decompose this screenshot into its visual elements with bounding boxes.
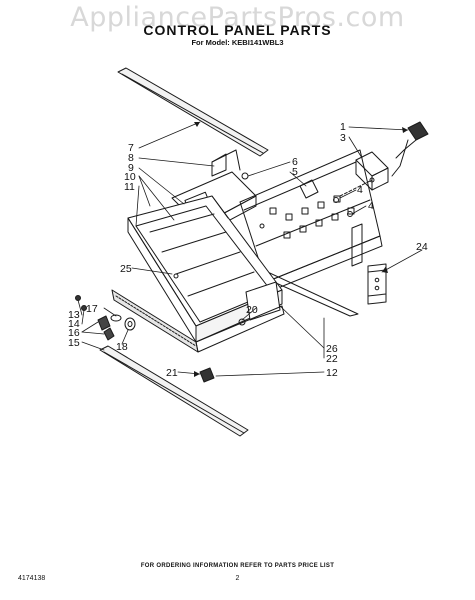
callout-11: 11 xyxy=(124,181,135,193)
part-vent-dot xyxy=(173,273,179,279)
callout-8: 8 xyxy=(128,152,134,164)
part-indicator xyxy=(238,318,246,326)
part-switch-housing xyxy=(339,151,389,197)
callout-10: 10 xyxy=(124,171,136,183)
callout-25: 25 xyxy=(120,263,132,275)
callout-20: 20 xyxy=(246,304,258,316)
callout-15: 15 xyxy=(68,337,80,349)
callout-16: 16 xyxy=(68,327,80,339)
page-title: CONTROL PANEL PARTS xyxy=(143,22,332,38)
callout-7: 7 xyxy=(128,142,134,154)
callout-13: 13 xyxy=(68,309,80,321)
part-connector-plug xyxy=(391,121,429,177)
part-small-clip xyxy=(199,367,215,383)
callout-17: 17 xyxy=(86,303,98,315)
part-knob-assembly xyxy=(97,314,136,341)
callout-12: 12 xyxy=(326,367,338,379)
callout-1: 1 xyxy=(340,121,346,133)
callout-4b: 4 xyxy=(368,200,374,212)
callout-18: 18 xyxy=(116,341,128,353)
watermark-text: AppliancePartsPros.com xyxy=(70,2,405,33)
part-top-trim-strip xyxy=(117,67,269,157)
part-side-bracket xyxy=(367,263,387,305)
callout-3: 3 xyxy=(340,132,346,144)
callout-26: 26 xyxy=(326,343,338,355)
part-bottom-trim xyxy=(99,345,249,437)
callout-numbers: 1 3 6 5 4 4 7 8 9 10 11 24 25 20 17 13 1… xyxy=(68,121,428,379)
part-mounting-bracket xyxy=(211,153,227,177)
callout-14: 14 xyxy=(68,318,80,330)
callout-22: 22 xyxy=(326,353,338,365)
callout-6: 6 xyxy=(292,156,298,168)
callout-9: 9 xyxy=(128,162,134,174)
callout-21: 21 xyxy=(166,367,178,379)
leader-arrowheads xyxy=(194,122,408,377)
callout-5: 5 xyxy=(292,166,298,178)
page-number: 2 xyxy=(235,575,240,582)
model-subtitle: For Model: KEBI141WBL3 xyxy=(191,38,284,47)
callout-24: 24 xyxy=(416,241,428,253)
callout-4a: 4 xyxy=(357,184,363,196)
part-display-strip xyxy=(111,289,285,353)
document-number: 4174138 xyxy=(18,575,46,582)
ordering-note: FOR ORDERING INFORMATION REFER TO PARTS … xyxy=(140,563,335,569)
